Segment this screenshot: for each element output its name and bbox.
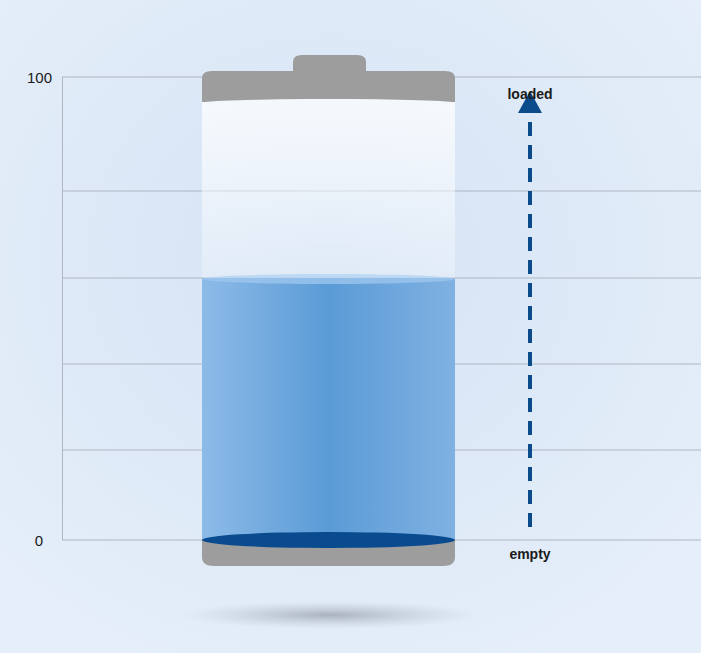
axis-value: 100: [27, 70, 52, 85]
state-label: loaded: [507, 87, 552, 101]
grid: [62, 77, 701, 540]
axis-value: 0: [35, 533, 43, 548]
charge-fill: [202, 278, 455, 540]
battery-empty-part: [202, 102, 455, 278]
dashed-arrow: [528, 112, 532, 527]
shadow: [180, 601, 480, 629]
battery-top-cap: [202, 71, 455, 102]
state-label: empty: [509, 547, 550, 561]
fill-base: [202, 532, 455, 548]
battery-terminal: [293, 55, 366, 73]
top-rim: [202, 99, 455, 107]
